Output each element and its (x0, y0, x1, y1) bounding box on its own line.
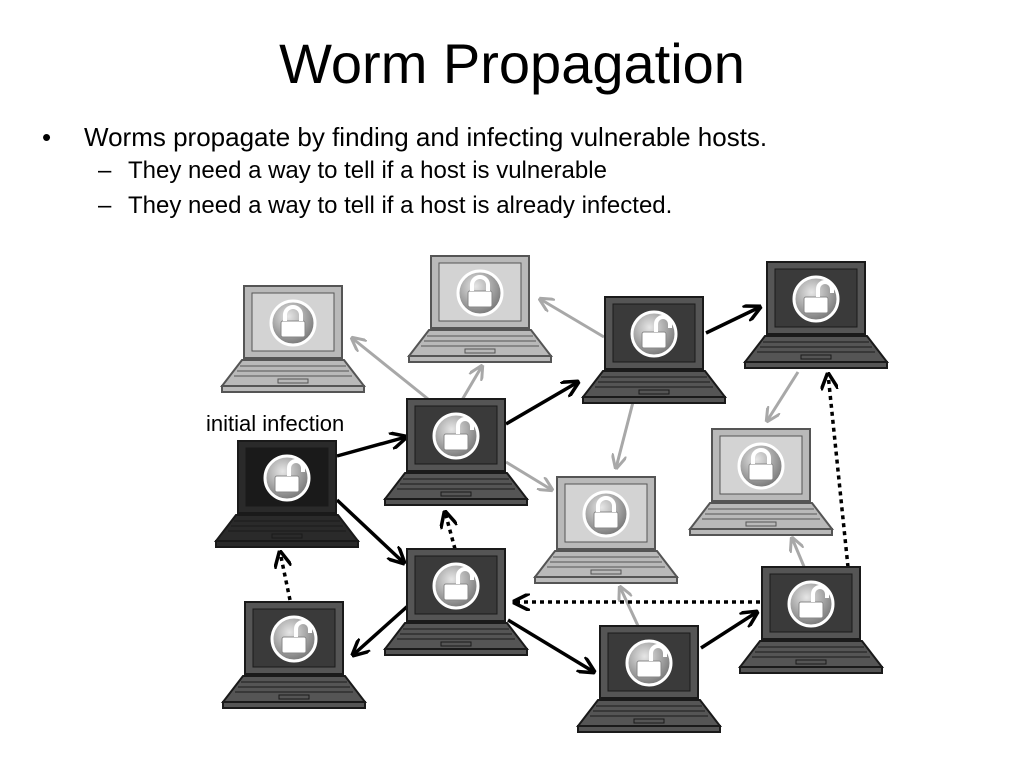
laptop-infected (220, 601, 368, 709)
probe-arrow (352, 338, 429, 401)
unlocked-padlock-icon (787, 580, 835, 628)
laptop-base (222, 701, 366, 709)
laptop-keyboard (580, 370, 728, 398)
laptop-base (577, 725, 721, 733)
unlocked-padlock-icon (625, 639, 673, 687)
laptop-keyboard (382, 622, 530, 650)
sub-bullet-marker: – (98, 157, 112, 184)
laptop-base (582, 396, 726, 404)
slide-title: Worm Propagation (279, 32, 745, 95)
laptop-infected (580, 296, 728, 404)
check-dotted-arrow (280, 552, 290, 601)
laptop-base (408, 355, 552, 363)
unlocked-padlock-icon (263, 454, 311, 502)
laptop-keyboard (382, 472, 530, 500)
infection-arrow (505, 382, 578, 426)
laptop-keyboard (406, 329, 554, 357)
laptop-trackpad (633, 718, 665, 724)
laptop-base (215, 540, 359, 548)
unlocked-padlock-icon (432, 412, 480, 460)
laptop-base (384, 648, 528, 656)
unlocked-padlock-icon (792, 275, 840, 323)
laptop-infected (742, 261, 890, 369)
connection-layer (280, 299, 850, 672)
laptop-keyboard (687, 502, 835, 530)
laptop-keyboard (213, 514, 361, 542)
bullet-marker: • (42, 122, 52, 152)
probe-arrow (620, 587, 641, 629)
locked-padlock-icon (737, 442, 785, 490)
laptop-trackpad (271, 533, 303, 539)
laptop-keyboard (532, 550, 680, 578)
laptop-trackpad (278, 694, 310, 700)
laptop-keyboard (742, 335, 890, 363)
host-layer (213, 255, 890, 733)
laptop-infected (575, 625, 723, 733)
laptop-infected (382, 548, 530, 656)
laptop-base (689, 528, 833, 536)
laptop-trackpad (440, 491, 472, 497)
bullet-text: Worms propagate by finding and infecting… (84, 122, 768, 152)
locked-padlock-icon (269, 299, 317, 347)
laptop-vulnerable (687, 428, 835, 536)
laptop-infected (382, 398, 530, 506)
locked-padlock-icon (582, 490, 630, 538)
check-dotted-arrow (445, 512, 455, 550)
laptop-vulnerable (219, 285, 367, 393)
laptop-infected (737, 566, 885, 674)
laptop-trackpad (590, 569, 622, 575)
laptop-base (739, 666, 883, 674)
infection-arrow (700, 612, 757, 650)
locked-padlock-icon (456, 269, 504, 317)
check-dotted-arrow (828, 374, 850, 568)
laptop-trackpad (795, 659, 827, 665)
laptop-base (384, 498, 528, 506)
laptop-keyboard (575, 699, 723, 727)
laptop-origin (213, 440, 361, 548)
infection-arrow (705, 307, 760, 335)
infection-arrow (335, 498, 404, 563)
laptop-keyboard (220, 675, 368, 703)
laptop-keyboard (219, 359, 367, 387)
laptop-vulnerable (406, 255, 554, 363)
laptop-base (534, 576, 678, 584)
infection-arrow (336, 437, 406, 458)
probe-arrow (792, 538, 807, 570)
initial-infection-label: initial infection (206, 411, 345, 436)
unlocked-padlock-icon (270, 615, 318, 663)
probe-arrow (460, 366, 482, 401)
probe-arrow (767, 371, 800, 421)
laptop-trackpad (440, 641, 472, 647)
sub-bullet-text: They need a way to tell if a host is alr… (128, 192, 673, 219)
infection-arrow (507, 618, 594, 672)
unlocked-padlock-icon (630, 310, 678, 358)
laptop-trackpad (638, 389, 670, 395)
laptop-vulnerable (532, 476, 680, 584)
laptop-base (744, 361, 888, 369)
probe-arrow (540, 299, 605, 339)
laptop-trackpad (745, 521, 777, 527)
laptop-trackpad (800, 354, 832, 360)
sub-bullet-marker: – (98, 192, 112, 219)
laptop-trackpad (277, 378, 309, 384)
unlocked-padlock-icon (432, 562, 480, 610)
probe-arrow (505, 460, 552, 490)
laptop-trackpad (464, 348, 496, 354)
laptop-base (221, 385, 365, 393)
sub-bullet-text: They need a way to tell if a host is vul… (128, 157, 607, 184)
laptop-keyboard (737, 640, 885, 668)
infection-arrow (353, 602, 412, 655)
